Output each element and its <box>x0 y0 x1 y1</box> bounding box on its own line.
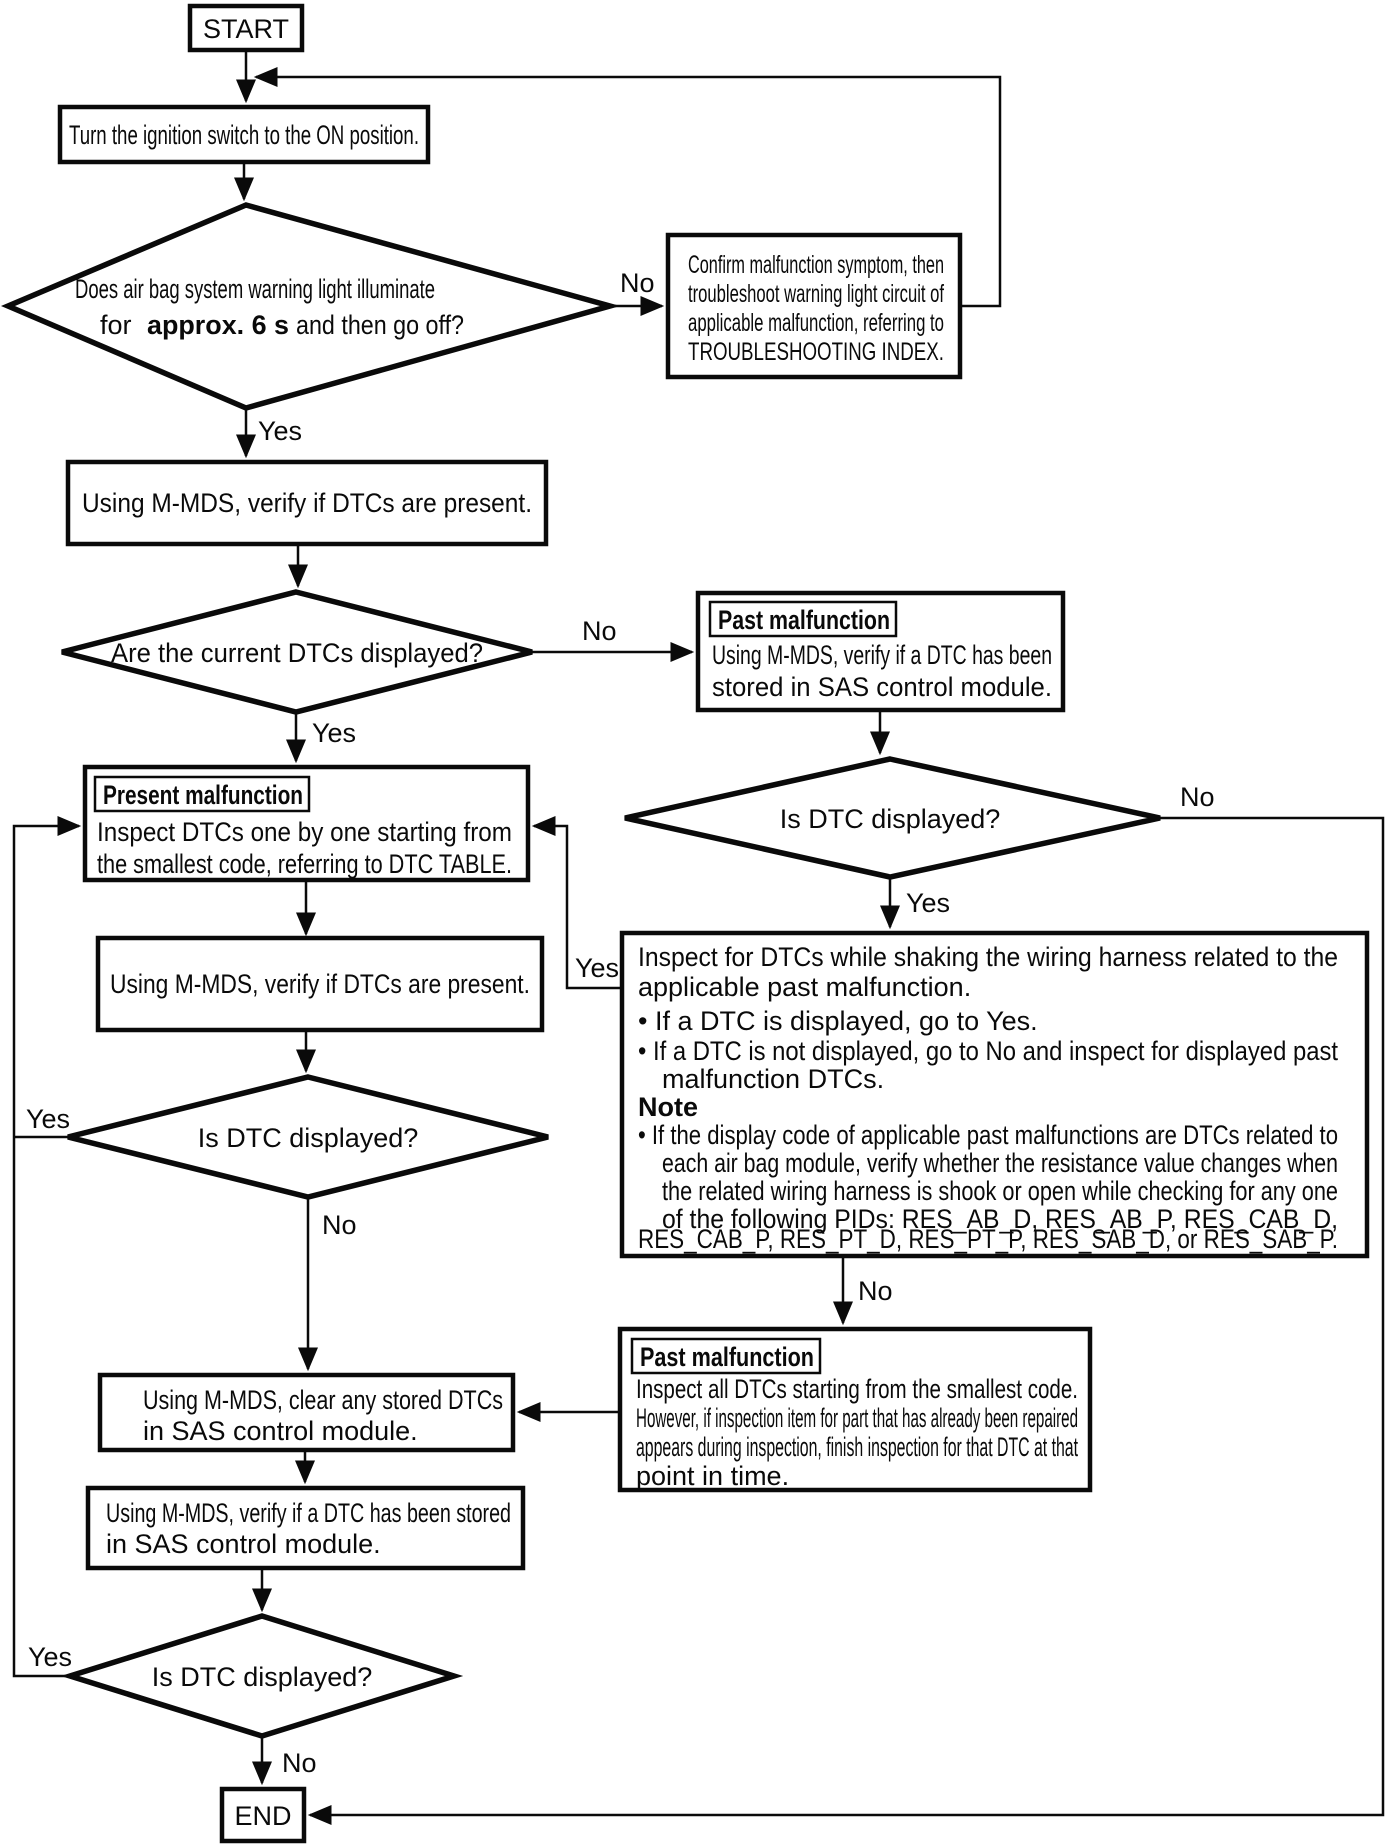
clear-dtcs-line2: in SAS control module. <box>143 1416 418 1446</box>
past-malfunction-2-line2: However, if inspection item for part tha… <box>636 1403 1078 1433</box>
label-d1-yes: Yes <box>258 416 302 446</box>
decision-dtc-displayed-right <box>624 756 1161 880</box>
decision-warning-light-line1: Does air bag system warning light illumi… <box>75 274 435 304</box>
verify-dtcs-1-node <box>65 459 549 547</box>
present-malfunction-tag: Present malfunction <box>103 780 303 810</box>
decision-warning-light-line2-pre: for <box>100 310 132 340</box>
past-malfunction-1-node <box>695 590 1066 713</box>
label-d2-yes: Yes <box>312 718 356 748</box>
decision-dtc-displayed-left-text: Is DTC displayed? <box>198 1123 419 1153</box>
decision-current-dtcs-text: Are the current DTCs displayed? <box>111 638 483 668</box>
start-node <box>187 3 305 53</box>
note-bullet3d: of the following PIDs: RES_AB_D, RES_AB_… <box>662 1204 1338 1234</box>
connectors <box>12 50 1385 1825</box>
note-bullet3b: each air bag module, verify whether the … <box>662 1148 1338 1178</box>
note-bullet1: • If a DTC is displayed, go to Yes. <box>638 1006 1038 1036</box>
past-malfunction-2-tag-box <box>630 1337 822 1375</box>
note-bullet3e: RES_CAB_P, RES_PT_D, RES_PT_P, RES_SAB_D… <box>638 1224 1338 1254</box>
label-d3-yes: Yes <box>26 1104 70 1134</box>
decision-dtc-displayed-bottom-text: Is DTC displayed? <box>152 1662 373 1692</box>
decision-warning-light <box>0 202 621 411</box>
label-note-yes: Yes <box>575 953 619 983</box>
decision-dtc-displayed-left <box>67 1074 549 1200</box>
clear-dtcs-node <box>97 1372 516 1453</box>
present-malfunction-line2: the smallest code, referring to DTC TABL… <box>97 849 512 879</box>
note-line1: Inspect for DTCs while shaking the wirin… <box>638 942 1338 972</box>
decision-warning-light-line2-post: and then go off? <box>296 310 464 340</box>
confirm-line1: Confirm malfunction symptom, then <box>688 251 944 279</box>
note-bullet3c: the related wiring harness is shook or o… <box>662 1176 1338 1206</box>
past-malfunction-2-tag: Past malfunction <box>640 1342 814 1372</box>
edge-d4-no-to-end <box>307 816 1385 1825</box>
ignition-node <box>57 104 431 165</box>
label-d1-no: No <box>620 268 655 298</box>
decision-current-dtcs <box>61 589 533 715</box>
note-bullet3a: • If the display code of applicable past… <box>638 1120 1338 1150</box>
edge-yes-rail-to-present <box>12 816 82 1678</box>
label-note-no: No <box>858 1276 893 1306</box>
confirm-line4: TROUBLESHOOTING INDEX. <box>688 338 944 366</box>
confirm-symptom-node <box>665 232 963 380</box>
shake-harness-note-node <box>619 930 1370 1259</box>
decision-dtc-displayed-right-text: Is DTC displayed? <box>780 804 1001 834</box>
past-malfunction-1-tag-box <box>708 600 898 638</box>
past-malfunction-1-tag: Past malfunction <box>718 605 890 635</box>
past-malfunction-1-line1: Using M-MDS, verify if a DTC has been <box>712 640 1052 670</box>
present-malfunction-tag-box <box>93 775 311 813</box>
label-d2-no: No <box>582 616 617 646</box>
label-d5-no: No <box>282 1748 317 1778</box>
past-malfunction-1-line2: stored in SAS control module. <box>712 672 1052 702</box>
verify-stored-node <box>85 1485 526 1571</box>
label-d4-no: No <box>1180 782 1215 812</box>
note-bullet2a: • If a DTC is not displayed, go to No an… <box>638 1036 1338 1066</box>
edge-labels: No Yes No Yes No Yes Yes No Yes No Yes N… <box>26 268 1215 1778</box>
confirm-line3: applicable malfunction, referring to <box>688 309 944 337</box>
note-bullet2b: malfunction DTCs. <box>662 1064 884 1094</box>
note-label: Note <box>638 1092 698 1122</box>
start-label: START <box>203 14 289 44</box>
edge-note-yes-to-present <box>531 816 622 990</box>
present-malfunction-line1: Inspect DTCs one by one starting from <box>97 817 512 847</box>
label-d5-yes: Yes <box>28 1642 72 1672</box>
confirm-line2: troubleshoot warning light circuit of <box>688 280 944 308</box>
verify-stored-line2: in SAS control module. <box>106 1529 381 1559</box>
label-d3-no: No <box>322 1210 357 1240</box>
verify-dtcs-2-node <box>95 935 545 1033</box>
verify-dtcs-2-text: Using M-MDS, verify if DTCs are present. <box>110 969 530 999</box>
decision-warning-light-line2-bold: approx. 6 s <box>147 310 289 340</box>
clear-dtcs-line1: Using M-MDS, clear any stored DTCs <box>143 1385 503 1415</box>
end-node <box>219 1786 307 1844</box>
past-malfunction-2-line4: point in time. <box>636 1461 789 1491</box>
end-label: END <box>234 1801 291 1831</box>
edge-confirm-feedback-to-top <box>253 67 1002 308</box>
label-d4-yes: Yes <box>906 888 950 918</box>
note-line2: applicable past malfunction. <box>638 972 971 1002</box>
ignition-text: Turn the ignition switch to the ON posit… <box>69 120 419 150</box>
past-malfunction-2-line3: appears during inspection, finish inspec… <box>636 1432 1078 1462</box>
past-malfunction-2-line1: Inspect all DTCs starting from the small… <box>636 1374 1078 1404</box>
verify-stored-line1: Using M-MDS, verify if a DTC has been st… <box>106 1498 511 1528</box>
decision-dtc-displayed-bottom <box>60 1613 464 1739</box>
verify-dtcs-1-text: Using M-MDS, verify if DTCs are present. <box>82 488 532 518</box>
